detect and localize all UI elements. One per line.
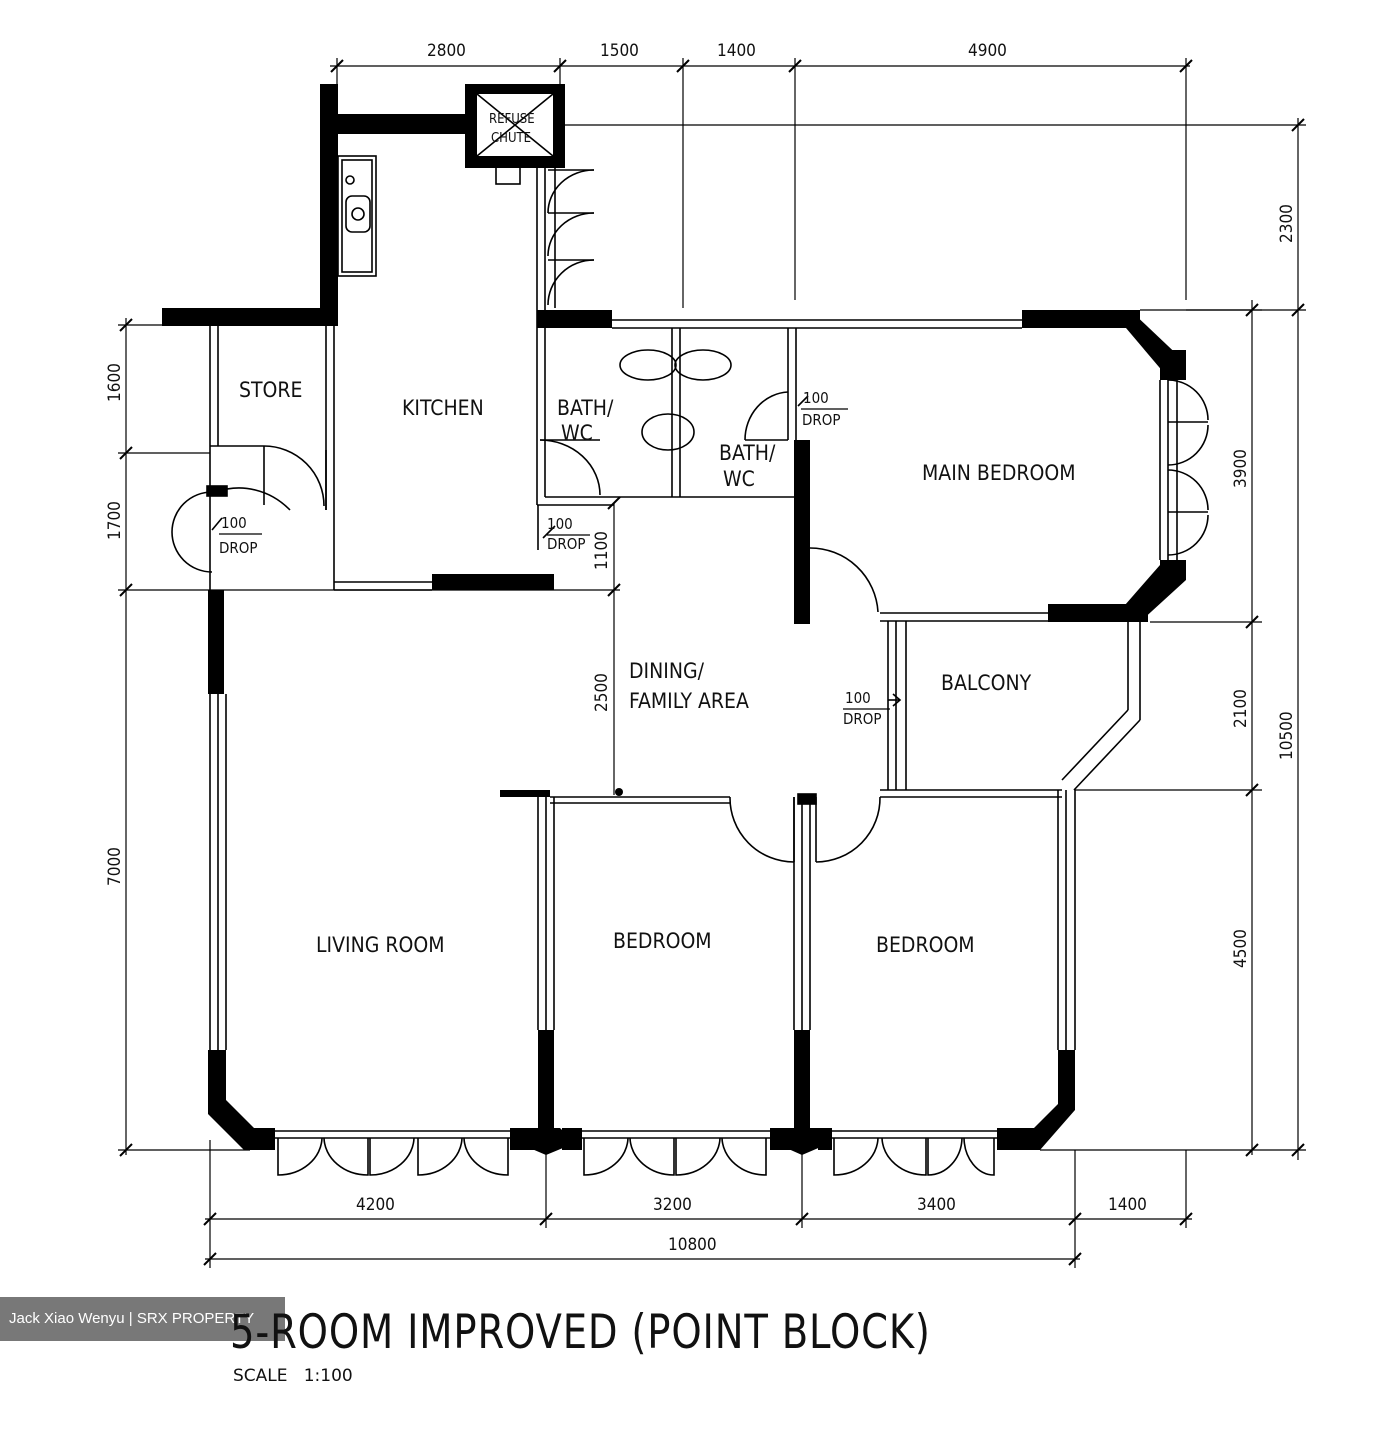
bath1-label-2: WC	[561, 421, 593, 445]
store-label: STORE	[239, 378, 302, 402]
dim-right-1: 2300	[1277, 204, 1297, 243]
drop-value-balcony: 100	[845, 689, 871, 707]
dim-left-3: 7000	[105, 847, 125, 886]
refuse-chute-label-1: REFUSE	[489, 112, 535, 127]
drop-value-entrance: 100	[221, 514, 247, 532]
dim-bottom-2: 3200	[653, 1195, 692, 1215]
dim-dining-depth: 2500	[592, 673, 612, 712]
plan-title: 5-ROOM IMPROVED (POINT BLOCK)	[230, 1305, 931, 1360]
bedroom2-label: BEDROOM	[876, 933, 975, 957]
partitions	[209, 93, 1169, 1139]
dim-kitchen-step: 1100	[592, 531, 612, 570]
dim-top-4: 4900	[968, 41, 1007, 61]
dim-bottom-4: 1400	[1108, 1195, 1147, 1215]
drop-value-kitchen: 100	[547, 515, 573, 533]
plan-scale: SCALE 1:100	[233, 1366, 353, 1386]
structural-walls	[162, 84, 1186, 1155]
drop-label-bath: DROP	[802, 411, 841, 429]
bath1-label-1: BATH/	[557, 396, 614, 420]
dim-overall-width: 10800	[668, 1235, 717, 1255]
dim-bottom-3: 3400	[917, 1195, 956, 1215]
dimension-lines	[118, 58, 1306, 1268]
dim-left-1: 1600	[105, 363, 125, 402]
bath2-label-1: BATH/	[719, 441, 776, 465]
refuse-chute-label-2: CHUTE	[491, 131, 531, 146]
bath2-label-2: WC	[723, 467, 755, 491]
watermark-banner: Jack Xiao Wenyu | SRX PROPERTY	[0, 1297, 285, 1341]
room-labels: REFUSE CHUTE STORE KITCHEN BATH/ WC BATH…	[239, 112, 1076, 957]
dim-top-1: 2800	[427, 41, 466, 61]
balcony-label: BALCONY	[941, 671, 1032, 695]
drop-label-entrance: DROP	[219, 539, 258, 557]
kitchen-label: KITCHEN	[402, 396, 484, 420]
dim-bottom-1: 4200	[356, 1195, 395, 1215]
drop-labels: 100 DROP 100 DROP 100 DROP 100 DROP	[219, 389, 890, 728]
dim-right-3: 2100	[1231, 689, 1251, 728]
main-bedroom-label: MAIN BEDROOM	[922, 461, 1076, 485]
dim-left-2: 1700	[105, 501, 125, 540]
dim-right-2: 3900	[1231, 449, 1251, 488]
doors	[171, 168, 1209, 1176]
bedroom1-label: BEDROOM	[613, 929, 712, 953]
drop-markers	[211, 395, 902, 707]
dim-overall-depth: 10500	[1277, 711, 1297, 760]
drop-label-balcony: DROP	[843, 710, 882, 728]
dim-top-2: 1500	[600, 41, 639, 61]
living-room-label: LIVING ROOM	[316, 933, 445, 957]
dimension-labels: 2800 1500 1400 4900 4200 3200 3400 1400 …	[105, 41, 1297, 1255]
drop-value-bath: 100	[803, 389, 829, 407]
drop-label-kitchen: DROP	[547, 535, 586, 553]
dining-label-1: DINING/	[629, 659, 705, 683]
dim-right-4: 4500	[1231, 929, 1251, 968]
dining-label-2: FAMILY AREA	[629, 689, 749, 713]
dim-top-3: 1400	[717, 41, 756, 61]
